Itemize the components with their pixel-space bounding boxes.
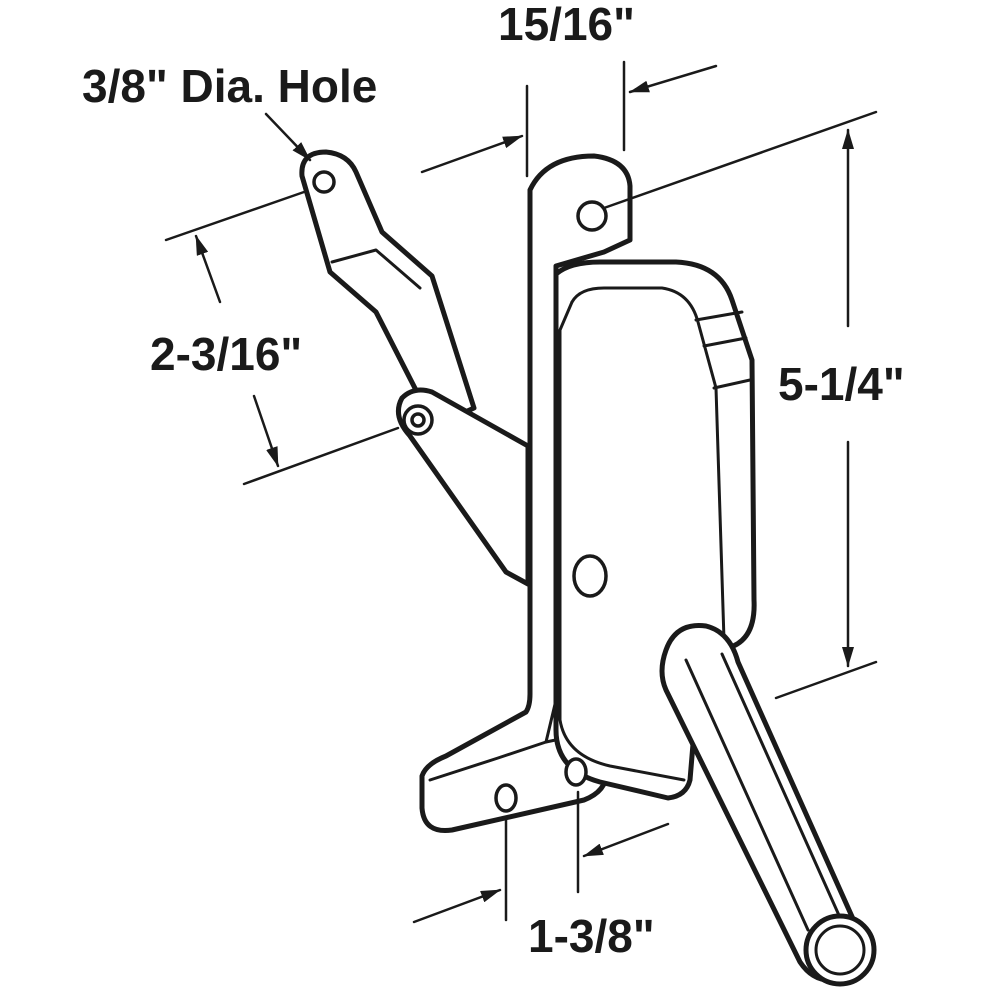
label-arm-span: 2-3/16" <box>150 328 302 380</box>
dimension-arm-span: 2-3/16" <box>150 190 400 486</box>
arrow-arm-span-up <box>194 234 222 304</box>
extension-line-height-bottom <box>774 660 878 700</box>
arm-pivot-inner <box>410 412 426 428</box>
foot-hole-right <box>564 757 588 787</box>
label-height: 5-1/4" <box>778 358 905 410</box>
extension-line-arm-top <box>164 190 306 242</box>
extension-line-height-top <box>602 110 878 210</box>
arrow-top-width-left <box>420 134 524 174</box>
dimension-hole-diameter: 3/8" Dia. Hole <box>82 60 377 162</box>
extension-line-arm-bottom <box>242 426 400 486</box>
label-hole-diameter: 3/8" Dia. Hole <box>82 60 377 112</box>
dimension-base-spacing: 1-3/8" <box>412 790 670 962</box>
crank-knob-inner <box>814 924 866 976</box>
dimension-height: 5-1/4" <box>602 110 905 700</box>
plate-top-hole <box>576 200 608 232</box>
lower-arm <box>395 387 531 587</box>
dimension-top-width: 15/16" <box>420 0 718 178</box>
operator-body <box>419 153 757 834</box>
arrow-top-width-right <box>628 64 718 94</box>
foot-hole-left <box>494 783 518 813</box>
plate-center-hole <box>572 554 608 598</box>
arrow-base-left <box>412 888 502 924</box>
hole-leader <box>264 112 312 162</box>
upper-arm <box>299 149 477 421</box>
label-base-spacing: 1-3/8" <box>528 910 655 962</box>
arrow-arm-span-down <box>252 394 280 468</box>
crank-handle <box>659 623 877 987</box>
arm-pin-hole <box>312 170 336 194</box>
arrow-base-right <box>582 822 670 858</box>
label-top-width: 15/16" <box>498 0 635 50</box>
